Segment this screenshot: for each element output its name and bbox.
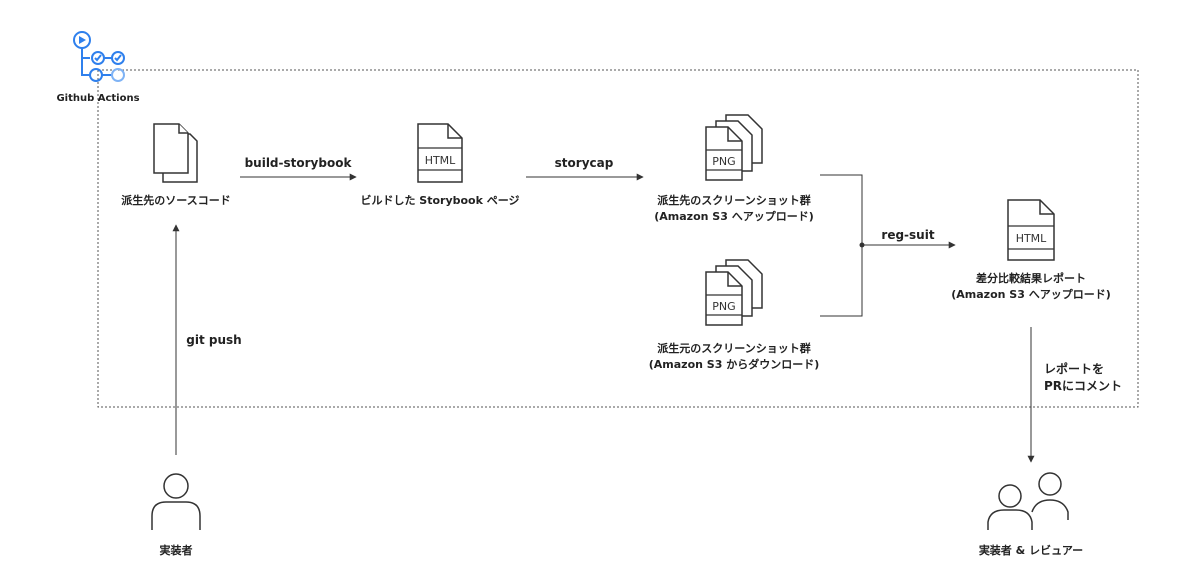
capture-edge-label: storycap — [554, 156, 614, 170]
reviewers-label: 実装者 & レビュアー — [978, 544, 1084, 557]
connector-head — [820, 174, 863, 245]
github-actions-boundary — [97, 69, 1139, 408]
app-title: Github Actions — [56, 93, 140, 104]
connector-base — [820, 245, 863, 317]
document-stack-icon — [153, 123, 198, 183]
comment-edge-label: レポートを PRにコメント — [1044, 361, 1122, 395]
push-edge-label: git push — [186, 333, 242, 347]
html-file-icon: HTML — [417, 123, 463, 183]
file-type-text: HTML — [1016, 232, 1047, 245]
report-label-1: 差分比較結果レポート — [976, 272, 1086, 285]
png-files-icon: PNG — [705, 114, 763, 181]
build-edge-label: build-storybook — [244, 156, 352, 170]
html-file-icon: HTML — [1007, 199, 1055, 261]
report-label-2: (Amazon S3 へアップロード) — [951, 288, 1111, 301]
storybook-label: ビルドした Storybook ページ — [360, 194, 520, 207]
head-shots-label-1: 派生先のスクリーンショット群 — [657, 194, 811, 207]
comment-edge-label-line1: レポートを — [1044, 362, 1105, 376]
file-type-text: HTML — [425, 154, 456, 167]
implementer-label: 実装者 — [159, 544, 193, 557]
source-label: 派生先のソースコード — [121, 194, 231, 207]
head-shots-label-2: (Amazon S3 へアップロード) — [654, 210, 814, 223]
comment-edge-label-line2: PRにコメント — [1044, 379, 1123, 393]
base-shots-label-2: (Amazon S3 からダウンロード) — [648, 358, 820, 371]
base-shots-label-1: 派生元のスクリーンショット群 — [657, 342, 811, 355]
github-actions-icon — [73, 31, 125, 82]
compare-edge-label: reg-suit — [881, 228, 935, 242]
file-type-text: PNG — [712, 155, 735, 168]
people-icon — [987, 472, 1069, 530]
person-icon — [151, 473, 201, 530]
file-type-text: PNG — [712, 300, 735, 313]
png-files-icon: PNG — [705, 259, 763, 326]
